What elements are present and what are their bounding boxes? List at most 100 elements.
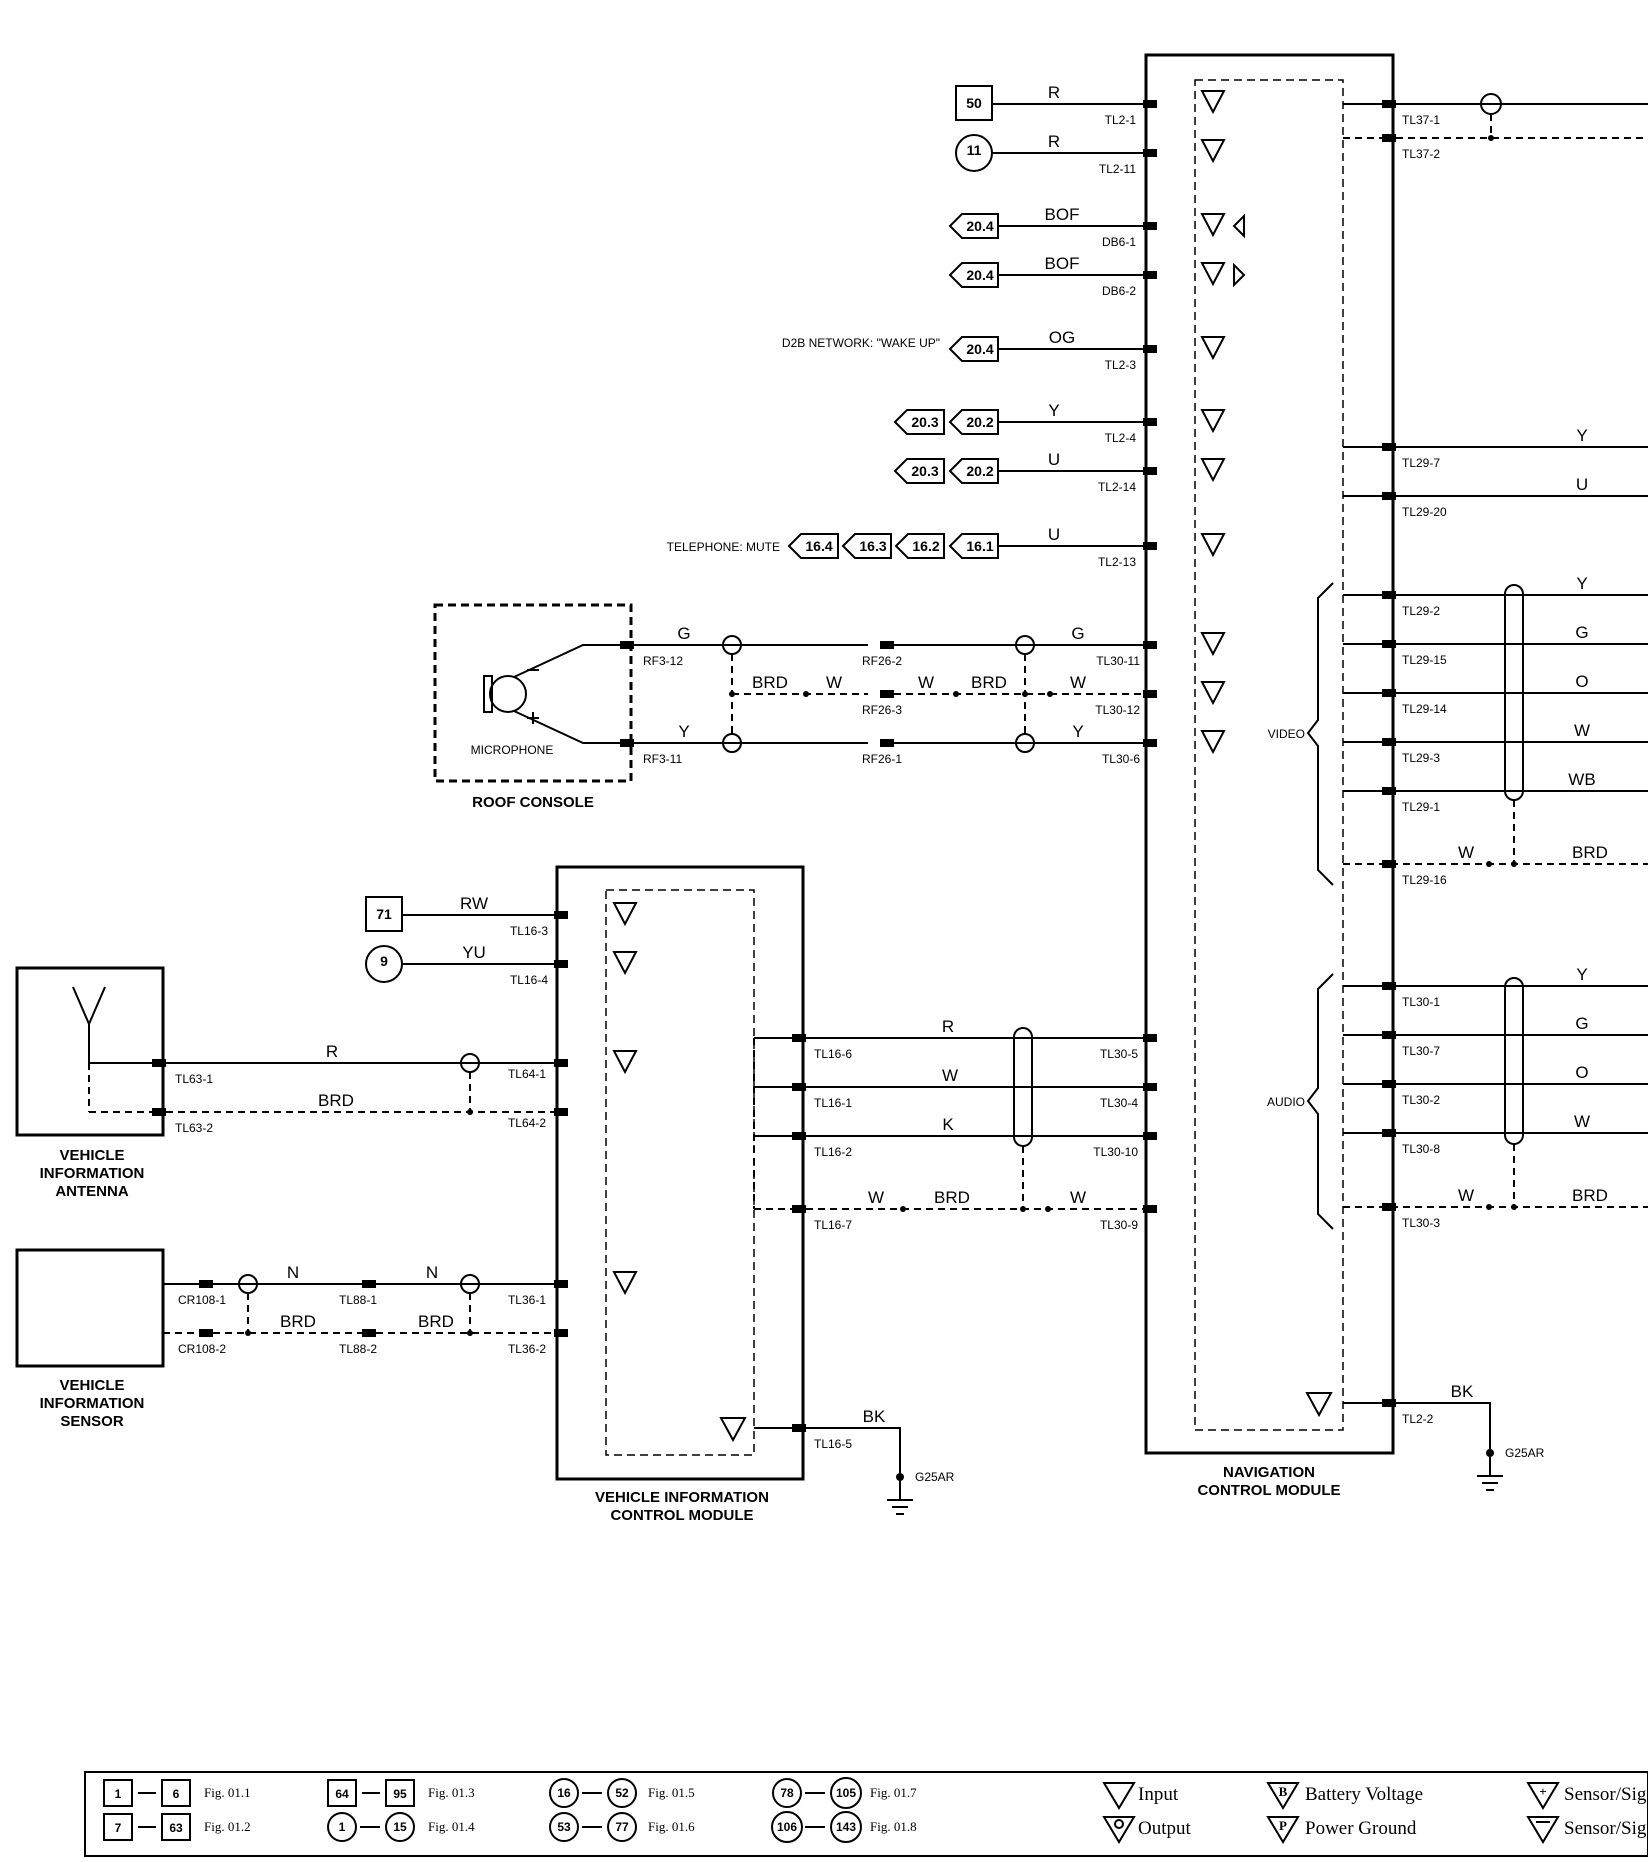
nav-pin-tl2-4[interactable]: 20.3 20.2 Y TL2-4: [893, 401, 1226, 445]
vicm-nav-link-r[interactable]: TL16-6 R TL30-5: [754, 1017, 1157, 1061]
fig-ref: Fig. 01.4: [428, 1819, 475, 1834]
sensor-wire-n[interactable]: CR108-1 N TL88-1 N TL36-1: [163, 1263, 638, 1307]
roof-console[interactable]: ROOF CONSOLE MICROPHONE: [433, 603, 633, 811]
pin-label: TL30-1: [1402, 995, 1440, 1009]
vicm-nav-link-w[interactable]: TL16-1 W TL30-4: [754, 1066, 1157, 1110]
wire-label: BRD: [934, 1188, 970, 1207]
range-end: 105: [836, 1786, 856, 1800]
wire-label: Y: [1576, 426, 1587, 445]
sensor-wire-brd[interactable]: CR108-2 BRD TL88-2 BRD TL36-2: [163, 1293, 568, 1356]
wire-label: W: [1574, 721, 1590, 740]
pin-label: RF3-12: [643, 654, 683, 668]
pin-label: TL63-1: [175, 1072, 213, 1086]
wire-label: G: [677, 624, 690, 643]
wire-label: Y: [1576, 574, 1587, 593]
ref-arrow: 16.3: [859, 538, 886, 554]
sensor-plus-icon: [1200, 409, 1226, 434]
wire-label: W: [1070, 1188, 1086, 1207]
ground-label: G25AR: [1505, 1446, 1545, 1460]
pin-label: TL29-14: [1402, 702, 1447, 716]
nav-pin-tl2-3[interactable]: D2B NETWORK: "WAKE UP" 20.4 OG TL2-3: [782, 328, 1226, 372]
wire-label: OG: [1049, 328, 1075, 347]
legend: 1 6 Fig. 01.1 7 63 Fig. 01.2 64 95 Fig. …: [84, 1771, 1648, 1857]
vicm-title-1: VEHICLE INFORMATION: [595, 1489, 769, 1506]
wire-label: BRD: [418, 1312, 454, 1331]
arrow-left-icon: [1232, 213, 1245, 239]
pin-label: TL64-1: [508, 1067, 546, 1081]
nav-ground[interactable]: BK TL2-2 G25AR: [1305, 1382, 1545, 1491]
antenna-wire-r[interactable]: TL63-1 R TL64-1: [89, 1042, 638, 1086]
nav-audio-pins[interactable]: AUDIO Y TL30-1 G TL30-7 O TL30-2 W TL30-…: [1267, 965, 1648, 1230]
pin-label: DB6-1: [1102, 235, 1136, 249]
battery-voltage-icon: [1266, 1782, 1300, 1810]
mic-wire-g[interactable]: G RF3-12 RF26-2 G TL30-11: [620, 624, 1226, 668]
wire-label: R: [326, 1042, 338, 1061]
wire-label: BOF: [1045, 205, 1080, 224]
vicm-nav-link-drain[interactable]: TL16-7 W BRD W TL30-9: [754, 1146, 1157, 1232]
pin-label: TL36-2: [508, 1342, 546, 1356]
battery-voltage-icon: [1200, 90, 1226, 115]
legend-input: Input: [1102, 1782, 1179, 1810]
pin-label: DB6-2: [1102, 284, 1136, 298]
mic-wire-y[interactable]: Y RF3-11 RF26-1 Y TL30-6: [620, 722, 1226, 766]
wire-label: W: [868, 1188, 884, 1207]
nav-pin-tl2-14[interactable]: 20.3 20.2 U TL2-14: [893, 450, 1226, 494]
mic-wire-shield[interactable]: BRD W RF26-3 W BRD W TL30-12: [729, 654, 1226, 735]
nav-pin-tl2-11[interactable]: 11 R TL2-11: [955, 132, 1226, 176]
pin-label: TL29-7: [1402, 456, 1440, 470]
pin-label: TL2-14: [1098, 480, 1136, 494]
pin-label: TL30-3: [1402, 1216, 1440, 1230]
wire-label: R: [1048, 132, 1060, 151]
vehicle-information-antenna[interactable]: VEHICLE INFORMATION ANTENNA: [15, 966, 165, 1200]
vicm-nav-link-k[interactable]: TL16-2 K TL30-10: [754, 1115, 1157, 1159]
vicm-pin-tl16-4[interactable]: 9 YU TL16-4: [365, 943, 638, 987]
vicm-pin-tl16-3[interactable]: 71 RW TL16-3: [365, 894, 638, 938]
sensor-title-1: VEHICLE: [59, 1377, 124, 1394]
pin-label: TL16-1: [814, 1096, 852, 1110]
data-signal-icon: [1200, 262, 1226, 287]
wire-label: BRD: [971, 673, 1007, 692]
nav-pin-tl2-13[interactable]: TELEPHONE: MUTE 16.4 16.3 16.2 16.1 U TL…: [667, 525, 1226, 569]
input-icon: [1200, 730, 1226, 755]
range-end: 63: [169, 1821, 183, 1835]
pin-label: TL37-1: [1402, 113, 1440, 127]
vehicle-information-sensor[interactable]: VEHICLE INFORMATION SENSOR: [15, 1248, 165, 1430]
pin-label: TL63-2: [175, 1121, 213, 1135]
nav-right-yu-pins[interactable]: Y TL29-7 U TL29-20: [1343, 426, 1648, 519]
power-ground-icon: [1305, 1392, 1333, 1418]
legend-range-2: 7 63 Fig. 01.2: [103, 1813, 251, 1841]
nav-pin-db6-1[interactable]: 20.4 BOF DB6-1: [948, 205, 1245, 249]
pin-label: RF26-3: [862, 703, 902, 717]
nav-pin-tl2-1[interactable]: 50 R TL2-1: [955, 83, 1226, 127]
vicm-ground[interactable]: BK TL16-5 G25AR: [719, 1407, 955, 1515]
pin-label: TL2-13: [1098, 555, 1136, 569]
vehicle-information-control-module[interactable]: VEHICLE INFORMATION CONTROL MODULE: [555, 865, 805, 1524]
sensor-minus-icon: [1200, 681, 1226, 706]
pin-label: TL16-7: [814, 1218, 852, 1232]
pin-label: CR108-2: [178, 1342, 226, 1356]
fig-ref: Fig. 01.7: [870, 1785, 917, 1800]
arrow-right-icon: [1233, 262, 1246, 288]
wire-label: BRD: [1572, 1186, 1608, 1205]
nav-pin-db6-2[interactable]: 20.4 BOF DB6-2: [948, 254, 1246, 298]
ref-box-50: 50: [966, 95, 982, 111]
pin-label: TL88-1: [339, 1293, 377, 1307]
legend-sensor-plus-label: Sensor/Sig: [1564, 1784, 1647, 1805]
ground-p-glyph: P: [1279, 1818, 1287, 1833]
range-start: 106: [777, 1820, 797, 1834]
legend-power-ground: P Power Ground: [1266, 1816, 1417, 1844]
power-ground-icon: [1266, 1816, 1300, 1844]
legend-battery-voltage: B Battery Voltage: [1266, 1782, 1423, 1810]
nav-video-pins[interactable]: VIDEO Y TL29-2 G TL29-15 O TL29-14 W TL2…: [1268, 574, 1648, 887]
navigation-control-module[interactable]: NAVIGATION CONTROL MODULE: [1144, 53, 1395, 1499]
power-ground-icon: [719, 1417, 747, 1443]
nav-right-top-pins[interactable]: TL37-1 TL37-2: [1343, 93, 1648, 161]
audio-group-label: AUDIO: [1267, 1095, 1305, 1109]
wire-label: BRD: [1572, 843, 1608, 862]
wire-label: BOF: [1045, 254, 1080, 273]
sensor-title-3: SENSOR: [60, 1413, 124, 1430]
battery-voltage-icon: [1200, 139, 1226, 164]
antenna-wire-brd[interactable]: TL63-2 BRD TL64-2: [89, 1072, 568, 1135]
wire-label: O: [1575, 672, 1588, 691]
ref-arrow: 20.3: [911, 463, 938, 479]
